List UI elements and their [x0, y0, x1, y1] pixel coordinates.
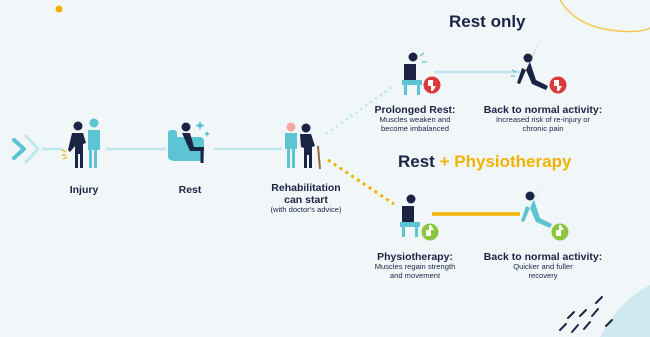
physio-back-normal-line1: Quicker and fuller — [513, 262, 573, 272]
connector-rehab-rest-only — [325, 83, 396, 136]
physio-back-normal-line2: recovery — [528, 270, 558, 280]
heading-physiotherapy-word: Physiotherapy — [454, 152, 572, 171]
heading-plus: + — [439, 152, 450, 171]
person-with-cane-helped-icon — [285, 122, 321, 170]
step-rehab-note: (with doctor's advice) — [270, 205, 342, 215]
person-stretching-icon-rest-only — [511, 40, 548, 90]
prolonged-rest-line2: become imbalanced — [381, 123, 449, 133]
injured-person-helped-icon — [61, 118, 100, 168]
physiotherapy-line2: and movement — [389, 270, 441, 280]
decorative-dashes-bottom-right — [559, 296, 613, 333]
step-injury-label: Injury — [69, 184, 99, 196]
thumbs-down-icon — [423, 76, 441, 94]
rest-only-back-normal-title: Back to normal activity: — [483, 104, 603, 116]
person-stretching-icon-physio — [521, 178, 552, 228]
prolonged-rest-title: Prolonged Rest: — [374, 104, 456, 116]
physiotherapy-label: Physiotherapy: Muscles regain strength a… — [360, 251, 470, 281]
thumbs-up-icon — [421, 223, 439, 241]
person-resting-armchair-icon — [168, 121, 210, 163]
entry-chevron-icon — [12, 134, 40, 164]
rest-only-back-normal-line2: chronic pain — [522, 123, 564, 133]
prolonged-rest-label: Prolonged Rest: Muscles weaken and becom… — [365, 104, 465, 134]
step-rehab-title-2: can start — [284, 194, 328, 207]
step-rest-label: Rest — [178, 184, 202, 196]
person-sitting-physio-icon — [400, 194, 420, 237]
step-rehab-label: Rehabilitation can start (with doctor's … — [256, 182, 356, 215]
thumbs-down-icon — [549, 76, 567, 94]
physio-back-normal-title: Back to normal activity: — [483, 251, 603, 263]
decorative-dot — [55, 5, 63, 13]
heading-rest-word: Rest — [398, 152, 435, 171]
decorative-blob-bottom-right — [600, 285, 650, 337]
heading-rest-only: Rest only — [449, 12, 526, 31]
prolonged-rest-line1: Muscles weaken and — [379, 115, 451, 125]
rest-only-back-normal-line1: Increased risk of re-injury or — [495, 115, 591, 125]
thumbs-up-icon — [551, 223, 569, 241]
physiotherapy-line1: Muscles regain strength — [374, 262, 456, 272]
decorative-arc-top-right — [559, 0, 650, 33]
heading-rest-physiotherapy: Rest + Physiotherapy — [398, 152, 571, 172]
person-sitting-stool-icon — [402, 52, 427, 95]
physio-back-normal-label: Back to normal activity: Quicker and ful… — [473, 251, 613, 281]
rest-only-back-normal-label: Back to normal activity: Increased risk … — [473, 104, 613, 134]
step-rehab-title-1: Rehabilitation — [271, 182, 341, 194]
physiotherapy-title: Physiotherapy: — [377, 251, 453, 263]
